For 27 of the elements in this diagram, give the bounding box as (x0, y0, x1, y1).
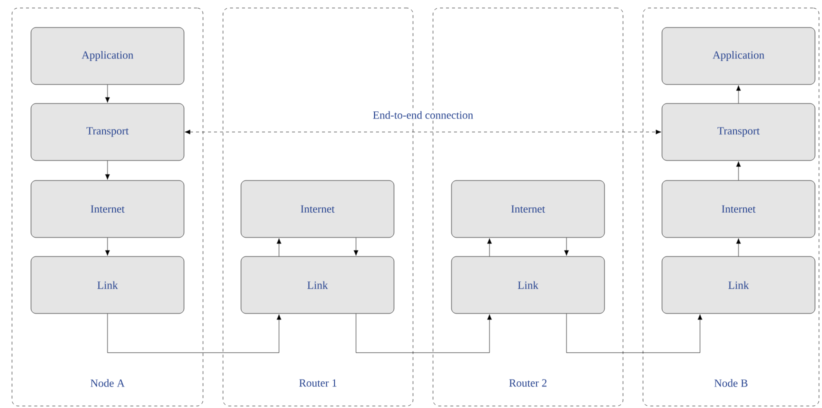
arrow (354, 238, 358, 256)
arrow (736, 238, 741, 256)
layer-box: Link (662, 256, 816, 314)
arrow (564, 238, 569, 256)
edge-label: End-to-end connection (372, 110, 474, 120)
layer-box: Internet (451, 180, 605, 238)
arrow (566, 314, 702, 353)
layer-box: Transport (662, 103, 816, 161)
arrow (184, 130, 662, 134)
arrow (107, 314, 282, 353)
arrow (487, 238, 492, 256)
layer-box: Internet (240, 180, 394, 238)
layer-box: Link (451, 256, 605, 314)
layer-box: Link (30, 256, 184, 314)
arrow (105, 160, 110, 180)
layer-box: Internet (30, 180, 184, 238)
arrow (276, 238, 282, 256)
arrow (105, 84, 110, 103)
layer-box: Application (662, 27, 816, 85)
layer-box: Transport (30, 103, 184, 161)
arrow (356, 314, 492, 353)
layer-box: Internet (662, 180, 816, 238)
arrow (736, 85, 741, 104)
layer-box: Application (30, 27, 184, 85)
arrow (736, 161, 741, 180)
arrow (105, 238, 110, 256)
layer-box: Link (240, 256, 394, 314)
